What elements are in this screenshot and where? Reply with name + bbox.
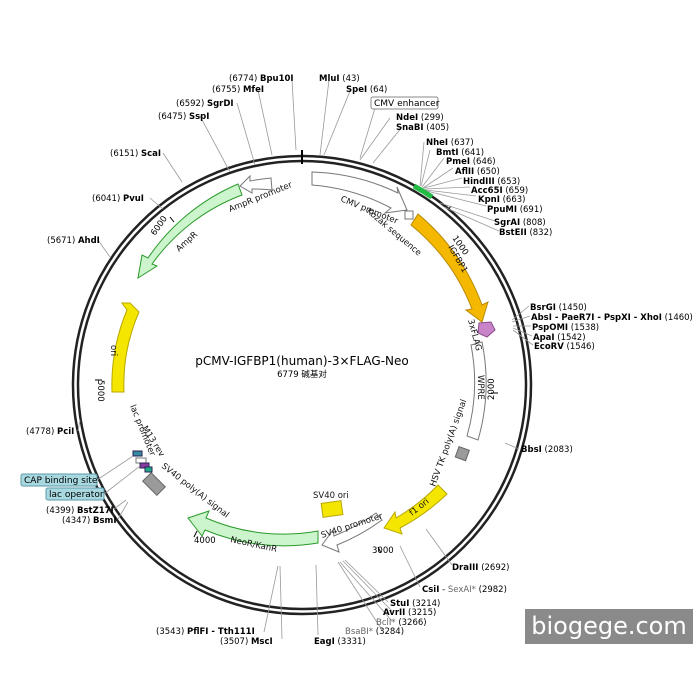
site-snabi: SnaBI (405) <box>396 123 449 133</box>
wpre-box <box>466 341 487 441</box>
site-sgrdi: (6592) SgrDI <box>176 99 234 109</box>
site-bsmi: (4347) BsmI <box>62 516 117 526</box>
plasmid-title: pCMV-IGFBP1(human)-3×FLAG-Neo <box>195 354 408 368</box>
site-bmti: BmtI (641) <box>436 148 484 158</box>
site-stui: StuI (3214) <box>390 599 440 609</box>
label-ori: ori <box>108 345 118 356</box>
site-pspomi: PspOMI (1538) <box>532 323 599 333</box>
tick-4000: 4000 <box>194 536 216 546</box>
kozak-box <box>404 210 414 220</box>
site-ecorv: EcoRV (1546) <box>534 342 595 352</box>
sv40-ori-box <box>320 500 344 518</box>
site-aflii: AflII (650) <box>455 167 500 177</box>
site-mfei: (6755) MfeI <box>212 85 264 95</box>
cap-binding-site-label: CAP binding site <box>20 473 98 487</box>
label-sv40-polya: SV40 poly(A) signal <box>159 461 231 520</box>
ori-arrow <box>111 302 140 393</box>
site-kpni: KpnI (663) <box>478 195 525 205</box>
cmv-promoter-arrow <box>311 171 408 214</box>
neor-kanr-arrow <box>187 510 319 547</box>
site-pmei: PmeI (646) <box>446 157 496 167</box>
label-sv40-ori: SV40 ori <box>313 491 349 501</box>
lac-operator-label: lac operator <box>45 487 105 501</box>
cap-binding-mark <box>132 450 143 457</box>
site-sspi: (6475) SspI <box>158 112 209 122</box>
m13-rev-mark <box>144 466 153 473</box>
site-csii: CsiI - SexAI* (2982) <box>422 585 507 595</box>
ampr-promoter-arrow <box>239 174 273 194</box>
cap-binding-site-text: CAP binding site <box>24 476 98 486</box>
site-xhoi: AbsI - PaeR7I - PspXI - XhoI (1460) <box>531 313 693 323</box>
cmv-enhancer-label: CMV enhancer <box>370 96 440 110</box>
site-ndei: NdeI (299) <box>396 113 444 123</box>
site-pcii: (4778) PciI <box>26 427 74 437</box>
mcs-region <box>412 183 434 200</box>
sv40-promoter-arrow <box>321 512 383 553</box>
tick-5000: 5000 <box>95 380 105 402</box>
site-nhei: NheI (637) <box>426 138 474 148</box>
site-bcli: BclI* (3266) <box>376 618 427 628</box>
igfbp1-arrow <box>410 213 489 323</box>
site-eagi: EagI (3331) <box>314 637 366 647</box>
site-msci: (3507) MscI <box>220 637 273 647</box>
hsv-tk-box <box>454 445 470 462</box>
site-bsteii: BstEII (832) <box>499 228 552 238</box>
label-hsv-tk: HSV TK poly(A) signal <box>428 398 469 488</box>
f1-ori-arrow <box>383 484 448 535</box>
site-bsrgi: BsrGI (1450) <box>530 303 587 313</box>
label-wpre: WPRE <box>475 375 485 400</box>
tick-3000: 3000 <box>372 546 394 556</box>
sv40-polya-box <box>141 471 167 497</box>
site-ppumi: PpuMI (691) <box>487 205 543 215</box>
site-bpu10i: (6774) Bpu10I <box>229 74 294 84</box>
site-sgrai: SgrAI (808) <box>494 218 546 228</box>
site-draiii: DraIII (2692) <box>452 563 509 573</box>
site-hindiii: HindIII (653) <box>463 177 520 187</box>
cmv-enhancer-text: CMV enhancer <box>374 99 440 109</box>
ampr-arrow <box>137 183 243 280</box>
lac-operator-text: lac operator <box>49 490 104 500</box>
site-acc65i: Acc65I (659) <box>471 186 528 196</box>
site-scai: (6151) ScaI <box>110 149 161 159</box>
site-ahdi: (5671) AhdI <box>47 236 100 246</box>
lac-operator-leader <box>103 465 141 495</box>
flag-arrow <box>477 321 496 338</box>
plasmid-size: 6779 碱基对 <box>277 369 327 380</box>
site-pos-mlui: MluI (43) <box>319 74 360 84</box>
site-pflfi: (3543) PflFI - Tth111I <box>156 627 255 637</box>
watermark: biogege.com <box>525 609 693 644</box>
site-avrii: AvrII (3215) <box>383 608 436 618</box>
site-bbsi: BbsI (2083) <box>521 445 573 455</box>
site-leader-lines <box>77 79 534 640</box>
site-bsabi: BsaBI* (3284) <box>345 627 404 637</box>
lac-promoter-mark <box>135 457 147 464</box>
cap-leader <box>96 455 134 481</box>
site-spei: SpeI (64) <box>346 85 387 95</box>
site-apai: ApaI (1542) <box>533 333 586 343</box>
site-bstz17i: (4399) BstZ17I <box>46 506 114 516</box>
tick-2000: 2000 <box>487 378 497 400</box>
site-pvui: (6041) PvuI <box>92 194 144 204</box>
